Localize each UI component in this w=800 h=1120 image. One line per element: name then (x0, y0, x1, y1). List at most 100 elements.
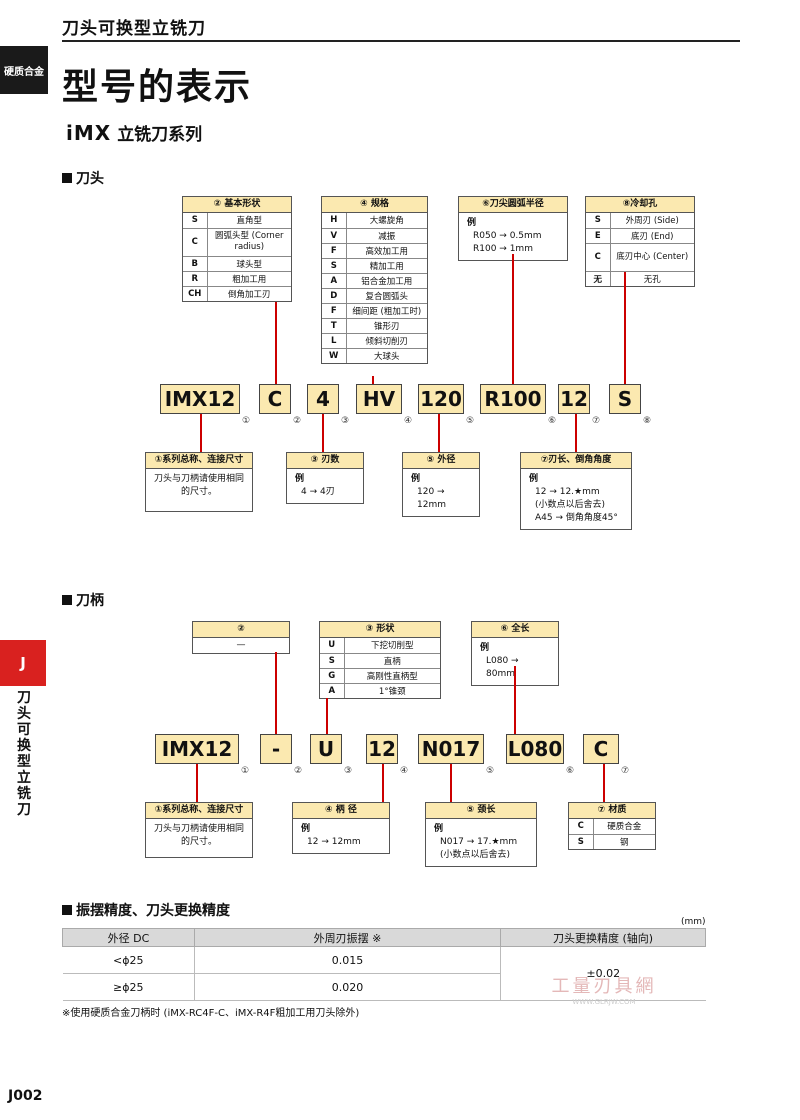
code-key: A (322, 272, 347, 288)
series-text: 立铣刀系列 (117, 125, 203, 145)
code-desc: 高效加工用 (346, 242, 427, 258)
example-label: 例 (467, 218, 477, 228)
side-tab-carbide[interactable]: 硬质合金 (0, 46, 48, 94)
code-row: 无无孔 (586, 270, 694, 286)
box-header: ①系列总称、连接尺寸 (146, 803, 252, 819)
shank-series-box: ①系列总称、连接尺寸 刀头与刀柄请使用相同的尺寸。 (145, 802, 253, 858)
connector-line (438, 414, 440, 452)
runout-cell: 0.015 (194, 946, 501, 974)
header-rule (62, 40, 740, 42)
dc-cell: ≥ϕ25 (62, 973, 195, 1001)
dia-example: 例 120 → 12mm (403, 469, 479, 516)
code-segment: 120 (418, 384, 464, 414)
code-key: G (320, 667, 345, 683)
box-header: ⑤ 颈长 (426, 803, 536, 819)
box-header: ④ 柄 径 (293, 803, 389, 819)
code-desc: 高刚性直柄型 (344, 667, 440, 683)
connector-line (322, 414, 324, 452)
code-key: V (322, 227, 347, 243)
section-shank-title: 刀柄 (62, 590, 104, 610)
head-dia-box: ⑤ 外径 例 120 → 12mm (402, 452, 480, 517)
segment-number: ⑥ (548, 416, 557, 426)
code-key: S (183, 213, 208, 228)
code-desc: 铝合金加工用 (346, 272, 427, 288)
dc-cell: <ϕ25 (62, 946, 195, 974)
code-key: 无 (586, 270, 611, 286)
page-number: J002 (8, 1088, 43, 1104)
code-key: U (320, 638, 345, 653)
connector-line (326, 698, 328, 734)
section-accuracy-title: 振摆精度、刀头更换精度 (62, 900, 230, 920)
example-line: 12 → 12mm (307, 837, 361, 847)
code-key: E (586, 227, 611, 243)
code-segment: - (260, 734, 292, 764)
table-row: ≥ϕ25 0.020 (62, 973, 706, 1001)
code-key: C (183, 227, 208, 256)
code-desc: 球头型 (207, 255, 291, 271)
example-line: 12 → 12.★mm (535, 487, 600, 497)
col-dc: 外径 DC (62, 928, 195, 947)
chapter-tab-j[interactable]: J (0, 640, 46, 686)
code-desc: 直角型 (236, 216, 262, 227)
code-segment: S (609, 384, 641, 414)
code-desc: 细间距 (粗加工时) (346, 302, 427, 318)
code-desc: 下挖切削型 (370, 641, 414, 652)
series-brand: iMX (66, 121, 112, 145)
code-desc: 圆弧头型 (Corner radius) (207, 227, 291, 256)
code-segment: C (583, 734, 619, 764)
box-header: ③ 刃数 (287, 453, 363, 469)
accuracy-table: 外径 DC 外周刃振摆 ※ 刀头更换精度 (轴向) <ϕ25 0.015 ±0.… (62, 928, 706, 1001)
shank-dash-box: ② — (192, 621, 290, 654)
code-desc: 底刃 (End) (610, 227, 694, 243)
connector-line (624, 272, 626, 384)
code-segment: N017 (418, 734, 484, 764)
series-note: 刀头与刀柄请使用相同的尺寸。 (154, 824, 245, 847)
code-segment: IMX12 (160, 384, 240, 414)
example-label: 例 (434, 824, 444, 834)
connector-line (372, 376, 374, 384)
connector-line (200, 414, 202, 452)
code-key: S (569, 833, 594, 849)
code-key: CH (183, 285, 208, 301)
connector-line (450, 764, 452, 802)
segment-number: ⑦ (592, 416, 601, 426)
code-key: W (322, 347, 347, 363)
code-key: R (183, 270, 208, 286)
example-label: 例 (411, 474, 421, 484)
col-change: 刀头更换精度 (轴向) (500, 928, 706, 947)
code-desc: 减振 (346, 227, 427, 243)
example-line: 120 → 12mm (417, 487, 446, 510)
code-desc: 大螺旋角 (369, 216, 404, 227)
code-desc: 粗加工用 (207, 270, 291, 286)
box-header: ⑦ 材质 (569, 803, 655, 819)
runout-cell: 0.020 (194, 973, 501, 1001)
box-header: ⑤ 外径 (403, 453, 479, 469)
code-desc: 锥形刃 (346, 317, 427, 333)
box-header: ③ 形状 (320, 622, 440, 638)
code-row: U 下挖切削型 (320, 638, 440, 653)
section-head-title: 刀头 (62, 168, 104, 188)
